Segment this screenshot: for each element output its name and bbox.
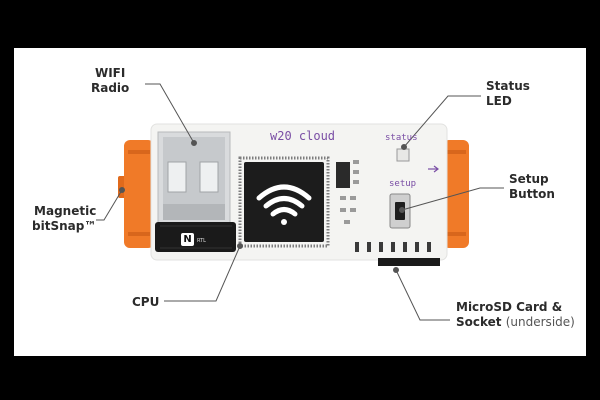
status-led-label: Status LED bbox=[486, 79, 530, 108]
wifi-radio-label: WIFI Radio bbox=[91, 66, 130, 95]
left-bitsnap-connector bbox=[118, 140, 154, 248]
setup-silkscreen: setup bbox=[389, 179, 417, 189]
header-pins bbox=[355, 242, 431, 252]
wifi-radio-module bbox=[155, 131, 236, 252]
cpu-chip bbox=[238, 156, 330, 248]
board-title: w20 cloud bbox=[270, 129, 336, 143]
right-bitsnap-connector bbox=[443, 140, 469, 248]
small-components bbox=[336, 160, 359, 224]
cpu-label: CPU bbox=[132, 295, 160, 309]
microsd-socket bbox=[378, 258, 440, 266]
wifi-icon bbox=[256, 184, 312, 225]
setup-button-label: Setup Button bbox=[509, 172, 555, 201]
nfc-logo-sub: RTL bbox=[197, 238, 206, 244]
magnetic-bitsnap-label: Magnetic bitSnap™ bbox=[32, 204, 97, 233]
status-silkscreen: status bbox=[385, 133, 418, 143]
arrow-right-icon bbox=[428, 165, 439, 173]
leader-lines bbox=[96, 83, 504, 321]
nfc-logo: N bbox=[181, 233, 194, 246]
microsd-label: MicroSD Card & Socket (underside) bbox=[456, 300, 575, 329]
status-led bbox=[396, 148, 410, 162]
